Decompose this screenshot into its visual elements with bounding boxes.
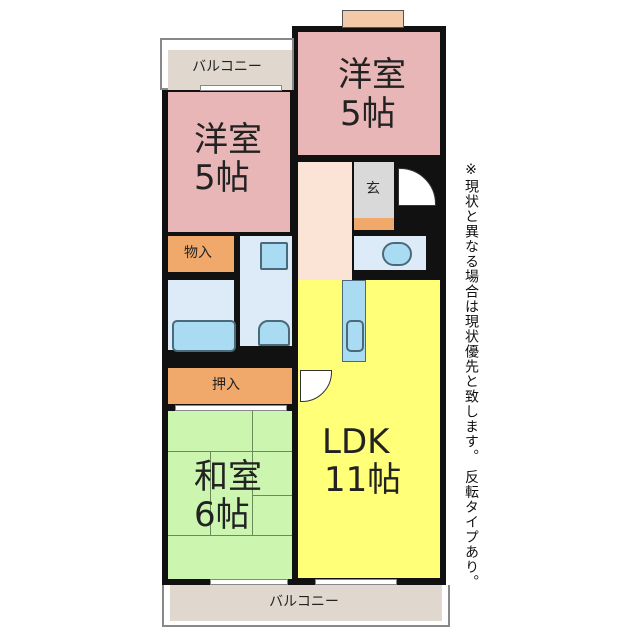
room-name: 和室 bbox=[194, 457, 262, 497]
balcony-bottom-label: バルコニー bbox=[269, 594, 339, 610]
room-size: 5帖 bbox=[340, 94, 396, 134]
bay-window bbox=[342, 10, 404, 28]
window bbox=[200, 85, 282, 91]
room-name: 洋室 bbox=[194, 120, 262, 160]
entrance-label: 玄 bbox=[366, 181, 380, 197]
room-name: LDK bbox=[322, 422, 390, 462]
disclaimer-note: ※現状と異なる場合は現状優先と致します。 反転タイプあり。 bbox=[463, 162, 479, 590]
storage-label: 物入 bbox=[184, 245, 212, 261]
washroom bbox=[240, 236, 292, 346]
washer-icon bbox=[258, 320, 290, 346]
room-size: 5帖 bbox=[194, 158, 250, 198]
window bbox=[315, 579, 397, 585]
western-room-2: 洋室 5帖 bbox=[298, 32, 440, 155]
shoe-box bbox=[354, 218, 394, 230]
toilet-icon bbox=[382, 242, 412, 266]
entrance: 玄 bbox=[354, 162, 394, 218]
balcony-top-label: バルコニー bbox=[192, 59, 262, 75]
fusuma bbox=[175, 405, 287, 411]
room-size: 11帖 bbox=[324, 460, 402, 500]
balcony-top: バルコニー bbox=[160, 38, 294, 90]
bathtub-icon bbox=[172, 320, 236, 352]
toilet bbox=[354, 236, 426, 270]
bathroom bbox=[168, 280, 236, 352]
closet: 押入 bbox=[168, 368, 292, 404]
window bbox=[210, 579, 288, 585]
balcony-bottom: バルコニー bbox=[162, 585, 450, 627]
sink-icon bbox=[346, 320, 364, 352]
washbasin-icon bbox=[260, 242, 288, 270]
western-room-1: 洋室 5帖 bbox=[168, 92, 290, 232]
closet-label: 押入 bbox=[212, 377, 240, 393]
room-name: 洋室 bbox=[338, 55, 406, 95]
ldk: LDK 11帖 bbox=[298, 280, 440, 578]
japanese-room: 和室 6帖 bbox=[168, 411, 292, 579]
storage: 物入 bbox=[168, 236, 234, 272]
room-size: 6帖 bbox=[194, 495, 250, 535]
